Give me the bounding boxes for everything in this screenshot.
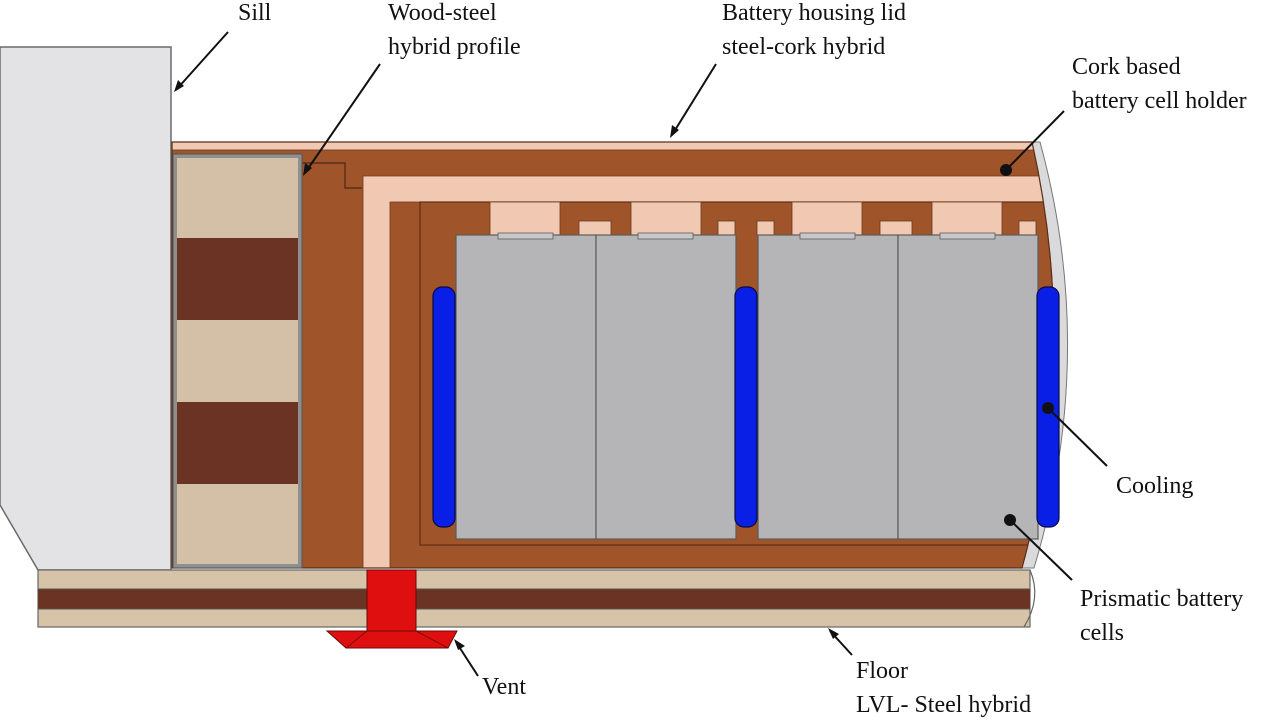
lid-top-strip	[172, 142, 1054, 151]
label-floor-line1: Floor	[856, 658, 908, 684]
cork-cell-pads	[489, 201, 1037, 236]
cooling-channel-left	[432, 286, 456, 528]
label-holder-line1: Cork based	[1072, 54, 1181, 80]
battery-cell-1	[455, 234, 597, 540]
prismatic-battery-cells	[455, 232, 1039, 540]
label-cells-line2: cells	[1080, 620, 1124, 646]
cell-terminal	[799, 232, 856, 240]
wood-steel-profile-blocks	[172, 153, 303, 569]
cooling-channel-middle	[734, 286, 758, 528]
label-profile-line1: Wood-steel	[388, 0, 497, 26]
sill-panel	[0, 46, 172, 571]
cells-pointer-dot	[1004, 514, 1016, 526]
label-floor-line2: LVL- Steel hybrid	[856, 692, 1031, 718]
holder-pointer-dot	[1000, 164, 1012, 176]
label-lid-line2: steel-cork hybrid	[722, 34, 885, 60]
label-lid-line1: Battery housing lid	[722, 0, 906, 26]
label-cells-line1: Prismatic battery	[1080, 586, 1243, 612]
label-cooling: Cooling	[1116, 473, 1193, 499]
cooling-pointer-dot	[1042, 402, 1054, 414]
leader-lines	[174, 31, 1108, 677]
diagram-labels: Sill Wood-steel hybrid profile Battery h…	[238, 0, 1247, 718]
battery-cell-4	[897, 234, 1039, 540]
label-sill: Sill	[238, 0, 272, 26]
floor-lvl-steel-hybrid	[37, 569, 1036, 628]
label-vent: Vent	[482, 674, 526, 700]
label-holder-line2: battery cell holder	[1072, 88, 1247, 114]
label-profile-line2: hybrid profile	[388, 34, 521, 60]
battery-cell-3	[757, 234, 899, 540]
vent	[325, 569, 458, 649]
cell-terminal	[939, 232, 996, 240]
cork-channel	[362, 175, 1054, 568]
cell-terminal	[497, 232, 554, 240]
cell-terminal	[637, 232, 694, 240]
battery-cell-2	[595, 234, 737, 540]
